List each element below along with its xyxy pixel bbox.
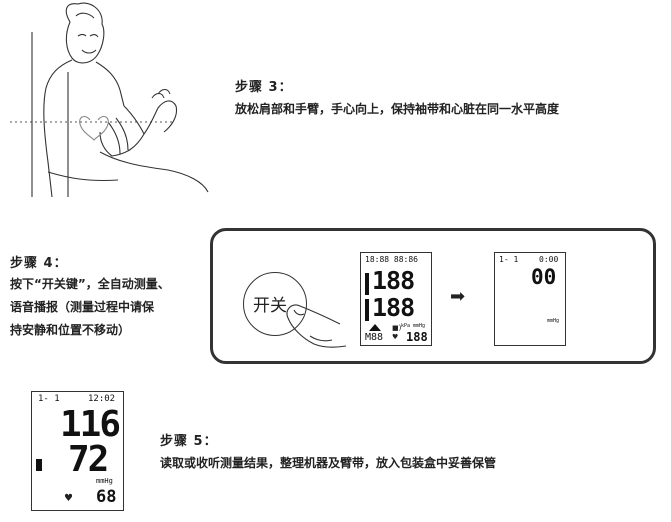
full-sys-bar-icon <box>365 273 369 295</box>
full-sys-value: 188 <box>372 266 415 295</box>
step4-line-3: 持安静和位置不移动） <box>10 323 131 337</box>
step4-line-1: 按下“开关键”，全自动测量、 <box>10 277 170 291</box>
result-date: 1- 1 <box>38 394 60 404</box>
step5-instruction: 读取或收听测量结果，整理机器及臂带，放入包装盒中妥善保管 <box>160 456 497 470</box>
zero-date: 1- 1 <box>499 255 519 264</box>
step5-title: 步骤 5： <box>160 434 218 449</box>
full-dia-bar-icon <box>365 299 369 321</box>
result-bar-icon <box>36 459 42 471</box>
pressing-finger-illustration <box>280 296 350 356</box>
result-heart-icon: ♥ <box>64 493 73 504</box>
result-unit: mmHg <box>96 477 113 485</box>
step4-panel <box>210 228 656 364</box>
monitor-zero-display: 1- 1 0:00 00 mmHg <box>494 252 566 346</box>
full-triangle-icon <box>369 324 381 331</box>
monitor-result-display: 1- 1 12:02 116 72 mmHg ♥ 68 <box>31 391 124 511</box>
zero-value: 00 <box>531 265 557 289</box>
full-kpa-label: kPa <box>401 323 411 329</box>
step4-line-2: 语音播报（测量过程中请保 <box>10 300 155 314</box>
result-dia-value: 72 <box>68 439 109 480</box>
step3-illustration <box>8 2 213 202</box>
full-memory-value: M88 <box>365 332 384 343</box>
monitor-full-display: 18:88 88:86 188 188 ■) kPa mmHg M88 ♥ 18… <box>360 252 432 346</box>
full-top-row: 18:88 88:86 <box>365 255 418 264</box>
zero-unit: mmHg <box>547 318 560 324</box>
power-button-label: 开关 <box>253 296 287 316</box>
full-heart-icon: ♥ <box>392 333 399 341</box>
arrow-right-icon: ➡ <box>450 286 466 307</box>
step3-instruction: 放松肩部和手臂，手心向上，保持袖带和心脏在同一水平高度 <box>235 102 560 116</box>
result-sys-value: 116 <box>60 404 121 445</box>
full-pulse-value: 188 <box>406 330 428 344</box>
full-speaker-icon: ■) <box>392 324 402 332</box>
full-mmhg-label: mmHg <box>413 323 426 329</box>
result-pulse-value: 68 <box>96 487 117 507</box>
result-time: 12:02 <box>88 394 116 404</box>
power-button <box>243 272 307 336</box>
step4-instruction: 按下“开关键”，全自动测量、 语音播报（测量过程中请保 持安静和位置不移动） <box>10 273 170 342</box>
step4-title: 步骤 4： <box>10 256 68 271</box>
zero-time: 0:00 <box>539 255 559 264</box>
step3-title: 步骤 3： <box>235 80 293 95</box>
full-dia-value: 188 <box>372 293 415 322</box>
